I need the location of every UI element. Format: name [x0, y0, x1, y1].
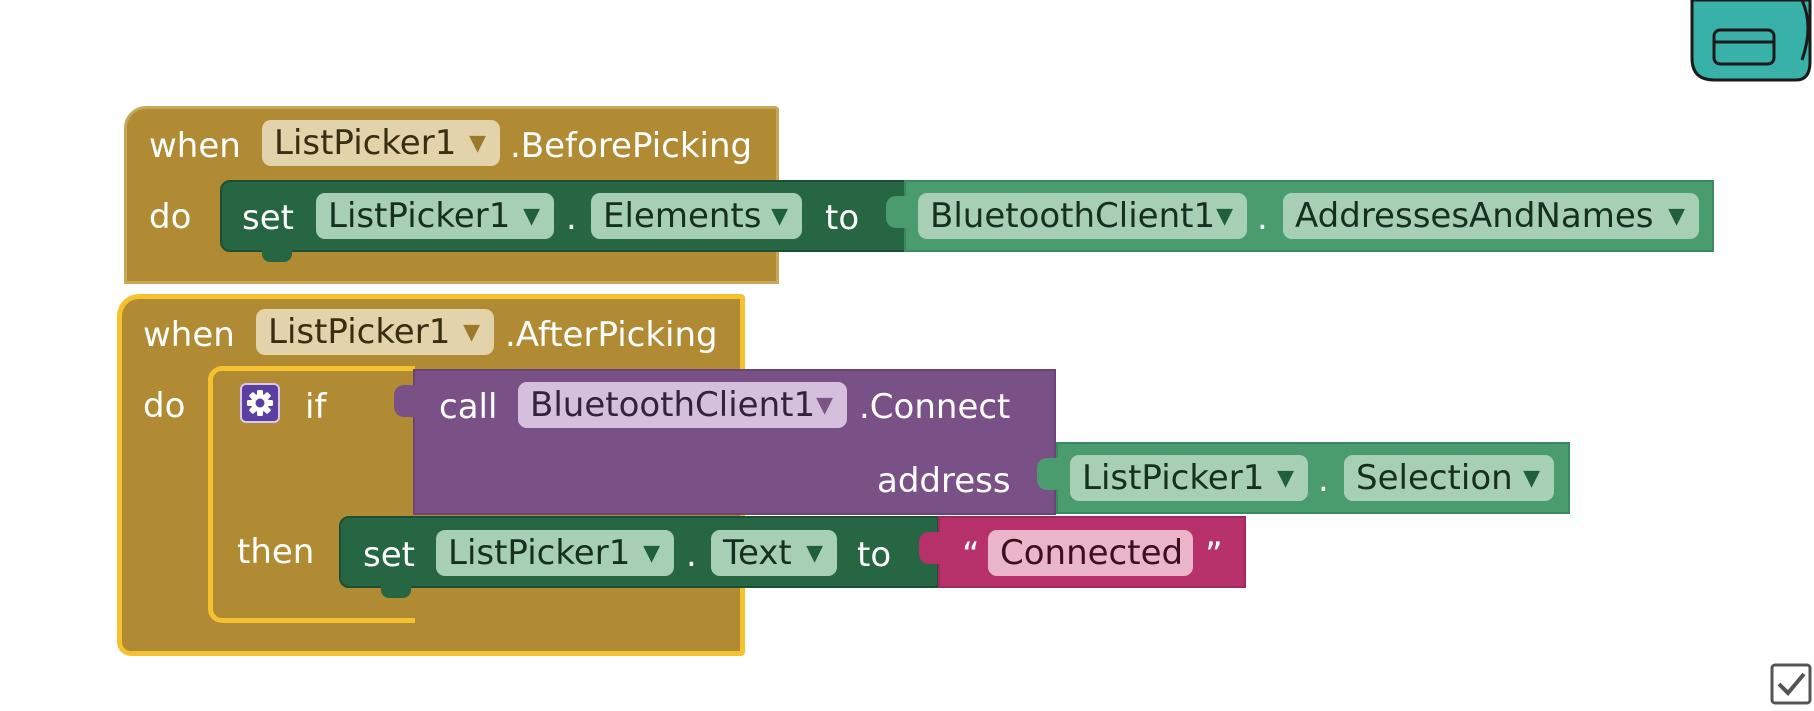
chevron-down-icon: ▼	[771, 204, 788, 229]
chevron-down-icon: ▼	[463, 320, 480, 345]
param-label: address	[877, 461, 1011, 501]
then-keyword: then	[237, 532, 315, 572]
property-name: Elements	[603, 196, 762, 236]
event-name: .AfterPicking	[505, 315, 718, 355]
component-name: BluetoothClient1	[530, 385, 816, 425]
setter-property-dropdown[interactable]: Elements ▼	[591, 193, 802, 239]
set-keyword: set	[363, 535, 415, 575]
property-name: Text	[723, 533, 792, 573]
setter-notch	[381, 586, 411, 598]
getter-component-dropdown[interactable]: ListPicker1 ▼	[1070, 455, 1308, 501]
component-name: ListPicker1	[274, 123, 457, 163]
chevron-down-icon: ▼	[523, 204, 540, 229]
getter-property-dropdown[interactable]: Selection ▼	[1344, 455, 1554, 501]
chevron-down-icon: ▼	[469, 131, 486, 156]
to-keyword: to	[825, 198, 860, 238]
do-label: do	[149, 197, 192, 237]
chevron-down-icon: ▼	[643, 541, 660, 566]
chevron-down-icon: ▼	[1277, 466, 1294, 491]
method-name: .Connect	[859, 387, 1011, 427]
setter-property-dropdown[interactable]: Text ▼	[711, 530, 837, 576]
chevron-down-icon: ▼	[816, 393, 833, 418]
call-keyword: call	[439, 387, 498, 427]
backpack-icon[interactable]	[1684, 0, 1814, 82]
chevron-down-icon: ▼	[1668, 204, 1685, 229]
gear-icon	[247, 390, 273, 416]
chevron-down-icon: ▼	[806, 541, 823, 566]
text-value-field[interactable]: Connected	[988, 530, 1193, 576]
component-name: BluetoothClient1	[930, 196, 1216, 236]
warning-checkbox-icon[interactable]	[1770, 663, 1812, 705]
event-bottom-cap	[124, 259, 779, 284]
component-name: ListPicker1	[268, 312, 451, 352]
setter-component-dropdown[interactable]: ListPicker1 ▼	[316, 193, 554, 239]
getter-component-dropdown[interactable]: BluetoothClient1 ▼	[918, 193, 1247, 239]
component-name: ListPicker1	[328, 196, 511, 236]
set-keyword: set	[242, 198, 294, 238]
event-name: .BeforePicking	[510, 126, 753, 166]
dot-separator: .	[686, 535, 697, 575]
getter-property-dropdown[interactable]: AddressesAndNames ▼	[1283, 193, 1699, 239]
when-label: when	[149, 126, 241, 166]
component-name: ListPicker1	[448, 533, 631, 573]
when-label: when	[143, 315, 235, 355]
component-name: ListPicker1	[1082, 458, 1265, 498]
gear-button[interactable]	[240, 383, 280, 423]
if-keyword: if	[305, 387, 327, 427]
do-label: do	[143, 386, 186, 426]
quote-open: “	[962, 535, 980, 575]
quote-close: ”	[1205, 535, 1223, 575]
input-plug	[394, 385, 416, 417]
dot-separator: .	[1257, 198, 1268, 238]
input-plug	[886, 196, 908, 228]
property-name: Selection	[1356, 458, 1513, 498]
chevron-down-icon: ▼	[1216, 204, 1233, 229]
component-dropdown[interactable]: ListPicker1 ▼	[262, 120, 500, 166]
input-plug	[1037, 458, 1059, 490]
dot-separator: .	[566, 198, 577, 238]
chevron-down-icon: ▼	[1523, 466, 1540, 491]
call-component-dropdown[interactable]: BluetoothClient1 ▼	[518, 382, 847, 428]
text-value: Connected	[1000, 533, 1184, 573]
setter-notch	[262, 250, 292, 262]
setter-component-dropdown[interactable]: ListPicker1 ▼	[436, 530, 674, 576]
component-dropdown[interactable]: ListPicker1 ▼	[256, 309, 494, 355]
property-name: AddressesAndNames	[1295, 196, 1654, 236]
dot-separator: .	[1318, 460, 1329, 500]
input-plug	[919, 532, 941, 564]
to-keyword: to	[857, 535, 892, 575]
